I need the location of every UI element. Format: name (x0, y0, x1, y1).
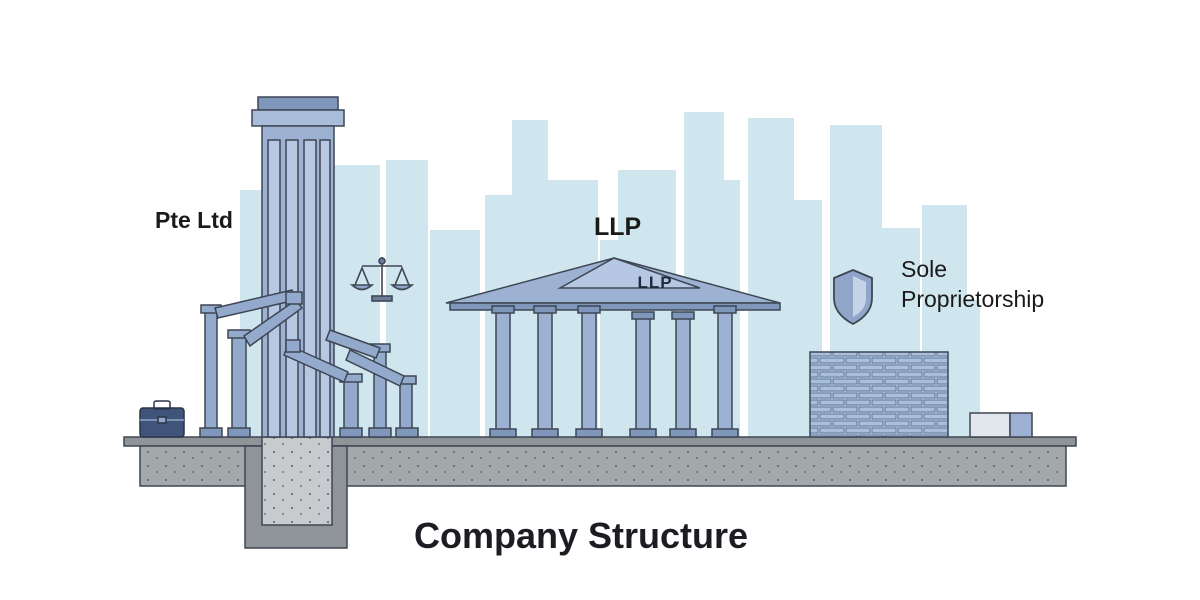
scales-of-justice-icon (349, 257, 415, 302)
shield-icon (833, 269, 873, 326)
sole-label-line1: Sole (901, 256, 948, 282)
sole-proprietorship-label: Sole Proprietorship (901, 254, 1044, 314)
sole-label-line2: Proprietorship (901, 286, 1045, 312)
stone-block (969, 412, 1033, 438)
pte-ltd-column (251, 96, 345, 438)
pte-ltd-supports (199, 289, 419, 438)
llp-label: LLP (594, 213, 642, 241)
llp-pediment-label: LLP (637, 273, 672, 292)
page-title: Company Structure (414, 515, 749, 556)
briefcase-icon (139, 400, 185, 438)
pte-ltd-label: Pte Ltd (155, 207, 233, 233)
llp-temple (445, 257, 781, 438)
brick-wall (809, 351, 949, 438)
ground-foundation (123, 436, 1077, 549)
